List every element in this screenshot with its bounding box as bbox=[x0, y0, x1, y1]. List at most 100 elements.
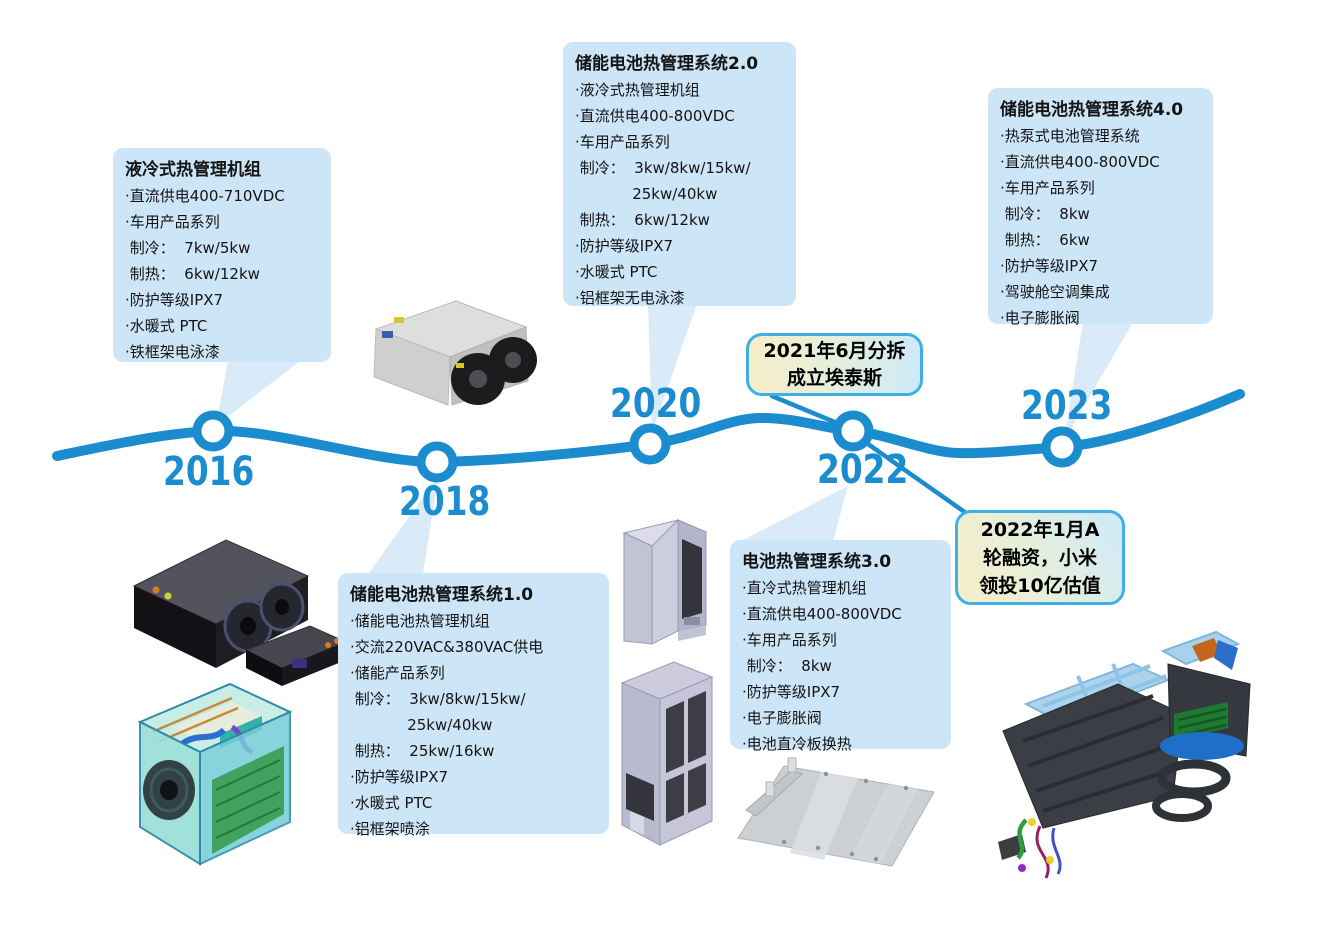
year-label-2022: 2022 bbox=[817, 447, 909, 493]
node-2023 bbox=[1041, 426, 1083, 468]
tail-2023 bbox=[1064, 322, 1133, 441]
callout-title: 储能电池热管理系统4.0 bbox=[1000, 100, 1184, 120]
callout-line: 制冷： 8kw bbox=[1000, 205, 1090, 223]
callout-2016-liquid-cooling-unit: 液冷式热管理机组 ·直流供电400-710VDC ·车用产品系列 制冷： 7kw… bbox=[113, 148, 331, 362]
callout-line: 制冷： 8kw bbox=[742, 657, 832, 675]
wire-harness bbox=[1016, 818, 1028, 860]
black-thermal-units-render bbox=[132, 539, 348, 686]
callout-line: ·电子膨胀阀 bbox=[742, 709, 822, 727]
node-2020 bbox=[629, 423, 671, 465]
callout-line: ·电池直冷板换热 bbox=[742, 735, 852, 753]
slim-cabinet-render bbox=[622, 518, 708, 645]
wire-harness bbox=[1051, 827, 1062, 875]
tail-2020 bbox=[648, 304, 697, 432]
callout-line: ·铁框架电泳漆 bbox=[125, 343, 220, 361]
callout-line: 制热： 6kw/12kw bbox=[575, 211, 710, 229]
callout-line: ·防护等级IPX7 bbox=[350, 768, 449, 786]
callout-title: 电池热管理系统3.0 bbox=[742, 552, 892, 572]
blue-disc bbox=[1160, 732, 1244, 760]
callout-line: ·防护等级IPX7 bbox=[575, 237, 674, 255]
timeline-nodes bbox=[192, 410, 1083, 483]
tail-2022 bbox=[741, 486, 848, 541]
callout-line: ·交流220VAC&380VAC供电 bbox=[350, 638, 544, 656]
callout-line: ·车用产品系列 bbox=[1000, 179, 1095, 197]
callout-line: ·水暖式 PTC bbox=[350, 794, 433, 812]
callout-line: ·直流供电400-710VDC bbox=[125, 187, 285, 205]
hvac-assembly-cad-render bbox=[998, 630, 1251, 879]
vent-grille bbox=[688, 691, 706, 763]
vent-grille bbox=[626, 773, 654, 821]
callout-line: ·驾驶舱空调集成 bbox=[1000, 283, 1110, 301]
callout-line: ·储能电池热管理机组 bbox=[350, 612, 490, 630]
callout-line: ·防护等级IPX7 bbox=[125, 291, 224, 309]
node-2018 bbox=[416, 441, 458, 483]
event-line: 2022年1月A bbox=[980, 518, 1100, 541]
callout-line: 制冷： 7kw/5kw bbox=[125, 239, 251, 257]
callout-line: ·防护等级IPX7 bbox=[742, 683, 841, 701]
event-line: 2021年6月分拆 bbox=[763, 339, 906, 362]
year-label-2020: 2020 bbox=[610, 381, 702, 427]
warning-label bbox=[394, 317, 404, 323]
callout-line: ·水暖式 PTC bbox=[125, 317, 208, 335]
wire-harness bbox=[1035, 825, 1050, 879]
callout-line: 制热： 25kw/16kw bbox=[350, 742, 495, 760]
evaporator-coil bbox=[212, 746, 284, 854]
year-label-2018: 2018 bbox=[399, 479, 491, 525]
callout-line: ·直冷式热管理机组 bbox=[742, 579, 867, 597]
callout-2022-system-3.0: 电池热管理系统3.0 ·直冷式热管理机组 ·直流供电400-800VDC ·车用… bbox=[730, 540, 951, 753]
callout-line: ·电子膨胀阀 bbox=[1000, 309, 1080, 327]
vent-grille bbox=[666, 701, 684, 773]
front-panel bbox=[682, 539, 702, 619]
callout-line: 制冷： 3kw/8kw/15kw/ bbox=[575, 159, 751, 177]
liquid-cooling-fan-unit-render bbox=[373, 300, 537, 406]
tall-vented-cabinet-render bbox=[620, 661, 714, 846]
callout-title: 储能电池热管理系统1.0 bbox=[350, 585, 534, 605]
callout-line: 25kw/40kw bbox=[350, 716, 493, 734]
callout-line: ·水暖式 PTC bbox=[575, 263, 658, 281]
callout-title: 液冷式热管理机组 bbox=[125, 160, 261, 180]
tail-2016 bbox=[216, 360, 301, 426]
callout-line: ·直流供电400-800VDC bbox=[742, 605, 902, 623]
callout-line: ·热泵式电池管理系统 bbox=[1000, 127, 1140, 145]
callout-line: ·车用产品系列 bbox=[742, 631, 837, 649]
timeline-curve bbox=[52, 389, 1245, 468]
event-line: 领投10亿估值 bbox=[979, 574, 1101, 597]
callout-line: ·铝框架无电泳漆 bbox=[575, 289, 685, 307]
callout-line: 25kw/40kw bbox=[575, 185, 718, 203]
year-label-2023: 2023 bbox=[1021, 383, 1113, 429]
callout-line: 制热： 6kw bbox=[1000, 231, 1090, 249]
callout-2023-system-4.0: 储能电池热管理系统4.0 ·热泵式电池管理系统 ·直流供电400-800VDC … bbox=[988, 88, 1213, 327]
callout-line: 制热： 6kw/12kw bbox=[125, 265, 260, 283]
event-line: 成立埃泰斯 bbox=[786, 366, 882, 389]
battery-cold-plate-render bbox=[737, 757, 935, 867]
power-port bbox=[292, 659, 307, 668]
callout-line: ·直流供电400-800VDC bbox=[575, 107, 735, 125]
year-label-2016: 2016 bbox=[163, 449, 255, 495]
node-2016 bbox=[192, 410, 234, 452]
event-2021-spinoff: 2021年6月分拆 成立埃泰斯 bbox=[746, 333, 923, 396]
transparent-teal-unit-cad-render bbox=[137, 682, 293, 866]
event-line: 轮融资，小米 bbox=[982, 546, 1097, 569]
callout-2018-system-1.0: 储能电池热管理系统1.0 ·储能电池热管理机组 ·交流220VAC&380VAC… bbox=[338, 573, 609, 838]
callout-line: ·直流供电400-800VDC bbox=[1000, 153, 1160, 171]
callout-line: ·储能产品系列 bbox=[350, 664, 445, 682]
callout-line: ·液冷式热管理机组 bbox=[575, 81, 700, 99]
callout-tails bbox=[216, 304, 1133, 574]
callout-line: ·车用产品系列 bbox=[575, 133, 670, 151]
vent-grille bbox=[666, 773, 684, 823]
vent-grille bbox=[688, 763, 706, 813]
connector-plug bbox=[382, 331, 393, 338]
callout-line: 制冷： 3kw/8kw/15kw/ bbox=[350, 690, 526, 708]
blower-ring bbox=[1152, 790, 1212, 822]
connector-2022-box bbox=[855, 434, 969, 516]
node-2022 bbox=[832, 410, 874, 452]
callout-line: ·车用产品系列 bbox=[125, 213, 220, 231]
event-2022-funding: 2022年1月A 轮融资，小米 领投10亿估值 bbox=[955, 510, 1125, 605]
tail-2018 bbox=[368, 477, 438, 574]
coolant-tube bbox=[180, 727, 227, 747]
callout-title: 储能电池热管理系统2.0 bbox=[575, 54, 759, 74]
callout-2020-system-2.0: 储能电池热管理系统2.0 ·液冷式热管理机组 ·直流供电400-800VDC ·… bbox=[563, 42, 796, 307]
callout-line: ·防护等级IPX7 bbox=[1000, 257, 1099, 275]
